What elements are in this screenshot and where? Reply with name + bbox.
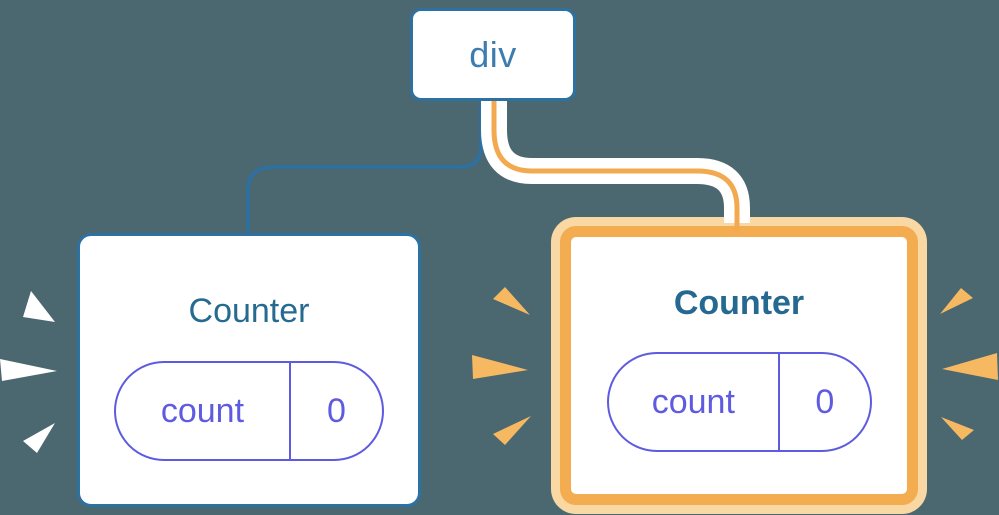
tree-node-div: div	[410, 8, 576, 101]
white-spark-middle-icon	[0, 359, 57, 381]
orange-spark-middle-left-icon	[472, 355, 528, 379]
tree-node-counter-right-highlighted: Counter count 0	[560, 226, 918, 505]
white-spark-icons	[0, 291, 57, 453]
orange-connector-casing	[481, 100, 750, 223]
orange-spark-middle-right-icon	[942, 353, 998, 380]
orange-spark-top-left-icon	[493, 287, 530, 315]
counter-title: Counter	[188, 292, 310, 330]
state-pill: count 0	[114, 361, 384, 461]
tree-node-counter-left: Counter count 0	[77, 233, 421, 507]
white-spark-bottom-icon	[23, 423, 55, 453]
blue-connector-line	[246, 100, 483, 236]
orange-connector-line	[491, 100, 740, 233]
div-node-label: div	[469, 33, 517, 75]
state-key-cell: count	[651, 382, 735, 421]
state-value-cell: 0	[288, 363, 382, 459]
orange-spark-icons-left	[472, 287, 531, 445]
orange-spark-bottom-left-icon	[493, 416, 531, 445]
state-value-cell: 0	[778, 354, 869, 450]
orange-spark-top-right-icon	[940, 288, 973, 314]
orange-spark-bottom-right-icon	[941, 417, 974, 440]
counter-title: Counter	[673, 284, 805, 322]
white-spark-top-icon	[23, 291, 55, 322]
state-pill: count 0	[606, 352, 872, 452]
orange-spark-icons-right	[940, 288, 998, 440]
state-key-cell: count	[160, 391, 245, 430]
